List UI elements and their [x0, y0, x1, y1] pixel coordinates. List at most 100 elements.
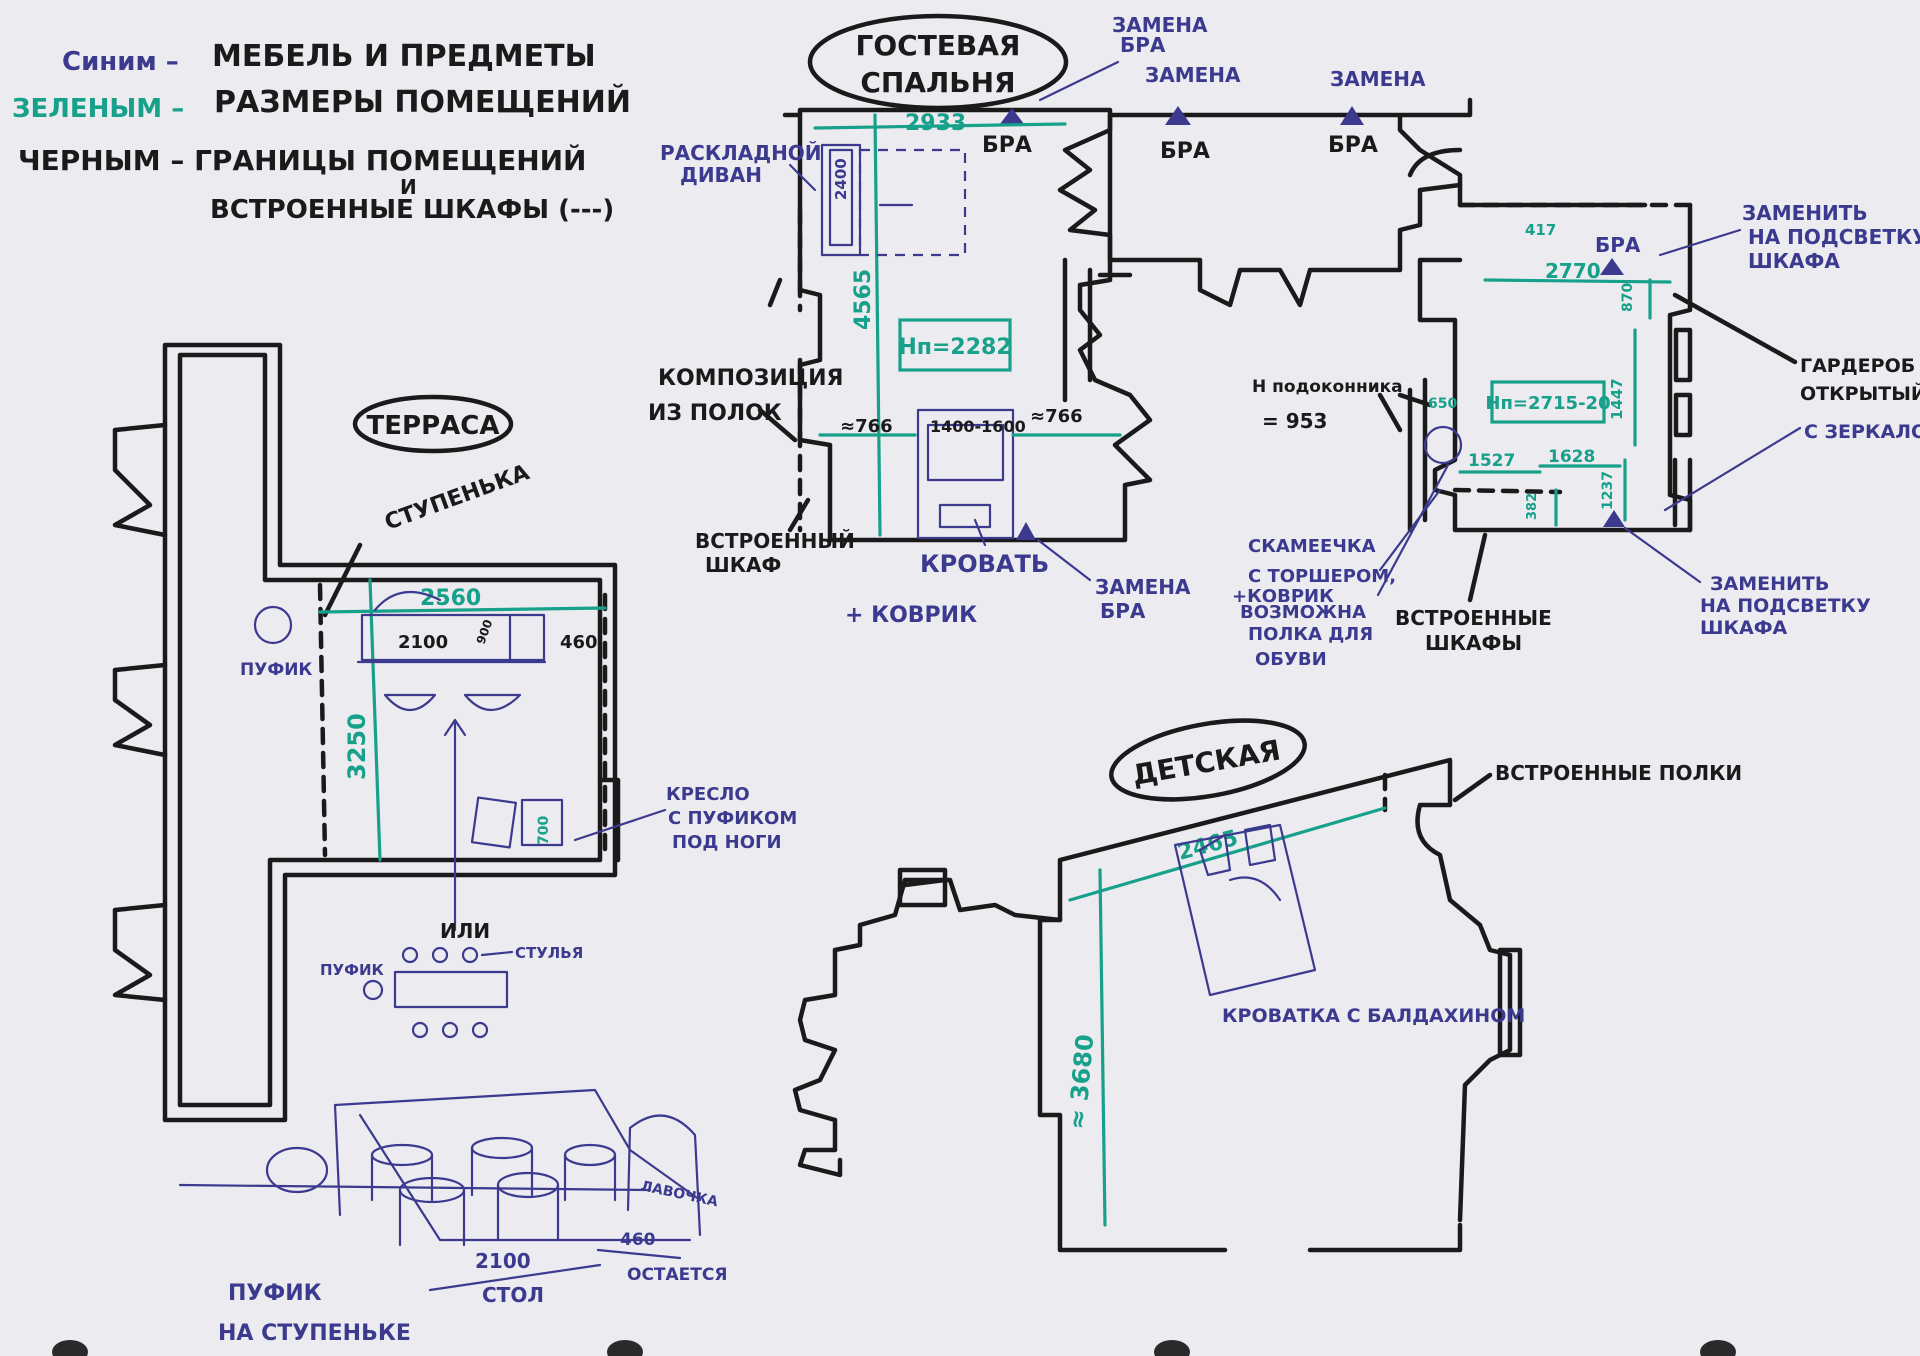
legend: Синим – МЕБЕЛЬ И ПРЕДМЕТЫ ЗЕЛЕНЫМ – РАЗМ… — [12, 39, 631, 225]
svg-text:ШКАФА: ШКАФА — [1748, 249, 1840, 273]
svg-text:2100: 2100 — [475, 1249, 531, 1273]
svg-text:ШКАФА: ШКАФА — [1700, 617, 1788, 639]
legend-green-prefix: ЗЕЛЕНЫМ – — [12, 94, 184, 124]
svg-text:870: 870 — [1620, 283, 1636, 312]
svg-text:ПОД НОГИ: ПОД НОГИ — [672, 832, 782, 853]
svg-text:ГАРДЕРОБ: ГАРДЕРОБ — [1800, 355, 1915, 377]
svg-text:ВСТРОЕННЫЕ ПОЛКИ: ВСТРОЕННЫЕ ПОЛКИ — [1495, 761, 1742, 785]
svg-text:БРА: БРА — [1328, 133, 1378, 158]
svg-text:БРА: БРА — [982, 133, 1032, 158]
svg-text:Н подоконника: Н подоконника — [1252, 377, 1403, 397]
svg-text:≈766: ≈766 — [840, 416, 893, 437]
guest-room-walls — [797, 107, 1153, 543]
rug-label: + КОВРИК — [845, 603, 977, 628]
svg-text:ВОЗМОЖНА: ВОЗМОЖНА — [1240, 602, 1366, 623]
legend-blue-prefix: Синим – — [62, 47, 179, 77]
sconce-icon — [1000, 108, 1024, 124]
svg-text:БРА: БРА — [1595, 233, 1641, 257]
svg-text:460: 460 — [620, 1230, 656, 1250]
svg-text:ДИВАН: ДИВАН — [680, 163, 762, 187]
svg-text:= 953: = 953 — [1262, 409, 1327, 433]
bedroom2-ceiling-height: Hп=2715-20 — [1485, 393, 1610, 414]
legend-black-and: И — [400, 175, 417, 199]
svg-text:650: 650 — [1428, 396, 1457, 412]
sconce-icon — [1165, 106, 1191, 125]
svg-text:700: 700 — [536, 816, 552, 845]
legend-black-line2: ВСТРОЕННЫЕ ШКАФЫ (---) — [210, 195, 614, 225]
legend-green-text: РАЗМЕРЫ ПОМЕЩЕНИЙ — [214, 84, 631, 120]
terrace-plan: ТЕРРАСА СТУПЕНЬКА ПУФИК 2560 3250 2100 9… — [112, 342, 797, 1346]
svg-text:ЗАМЕНИТЬ: ЗАМЕНИТЬ — [1710, 573, 1829, 595]
legend-blue-text: МЕБЕЛЬ И ПРЕДМЕТЫ — [212, 39, 596, 74]
crib-label: КРОВАТКА С БАЛДАХИНОМ — [1222, 1005, 1525, 1027]
guest-bedroom-plan: ГОСТЕВАЯ СПАЛЬНЯ ЗАМЕНА БРА ЗАМЕНА ЗАМЕН… — [648, 13, 1473, 628]
terrace-width-value: 2560 — [420, 586, 481, 611]
svg-text:КРЕСЛО: КРЕСЛО — [666, 784, 750, 805]
svg-text:БРА: БРА — [1120, 33, 1166, 57]
terrace-height-value: 3250 — [343, 713, 371, 780]
svg-text:НА ПОДСВЕТКУ: НА ПОДСВЕТКУ — [1700, 595, 1871, 617]
svg-text:460: 460 — [560, 632, 598, 653]
svg-text:БРА: БРА — [1100, 599, 1146, 623]
shelves-label: КОМПОЗИЦИЯ — [658, 366, 844, 391]
bed-label: КРОВАТЬ — [920, 550, 1049, 578]
svg-text:СКАМЕЕЧКА: СКАМЕЕЧКА — [1248, 536, 1376, 557]
svg-text:СТОЛ: СТОЛ — [482, 1283, 544, 1307]
guest-width-dimension — [813, 122, 1067, 130]
svg-text:ЗАМЕНА: ЗАМЕНА — [1145, 63, 1241, 87]
kids-room-plan: ДЕТСКАЯ ВСТРОЕННЫЕ ПОЛКИ 2465 ≈ 3680 КРО… — [792, 718, 1742, 1253]
svg-text:≈766: ≈766 — [1030, 406, 1083, 427]
svg-text:+КОВРИК: +КОВРИК — [1232, 586, 1334, 607]
sconce-icon — [1603, 510, 1625, 527]
svg-text:НА ПОДСВЕТКУ: НА ПОДСВЕТКУ — [1748, 225, 1920, 249]
svg-text:ИЛИ: ИЛИ — [440, 919, 490, 943]
svg-text:1237: 1237 — [1600, 471, 1616, 510]
svg-text:382: 382 — [1525, 493, 1540, 520]
svg-text:БРА: БРА — [1160, 139, 1210, 164]
guest-width-value: 2933 — [905, 111, 966, 136]
guest-room-title-line2: СПАЛЬНЯ — [860, 66, 1015, 99]
svg-text:ПОЛКА ДЛЯ: ПОЛКА ДЛЯ — [1248, 624, 1373, 645]
bed-icon — [916, 408, 1015, 540]
svg-text:ШКАФ: ШКАФ — [705, 553, 781, 577]
guest-height-dimension — [873, 113, 882, 537]
svg-text:1527: 1527 — [1468, 451, 1515, 471]
svg-text:ПУФИК: ПУФИК — [320, 961, 385, 979]
svg-text:ПУФИК: ПУФИК — [240, 660, 312, 680]
svg-text:ОТКРЫТЫЙ: ОТКРЫТЫЙ — [1800, 382, 1920, 405]
wardrobe-label: ВСТРОЕННЫЙ — [695, 529, 855, 553]
svg-text:С ТОРШЕРОМ,: С ТОРШЕРОМ, — [1248, 566, 1396, 587]
svg-text:ЗАМЕНИТЬ: ЗАМЕНИТЬ — [1742, 201, 1868, 225]
svg-text:1628: 1628 — [1548, 447, 1595, 467]
terrace-title: ТЕРРАСА — [367, 411, 500, 441]
svg-text:ЗАМЕНА: ЗАМЕНА — [1330, 67, 1426, 91]
svg-text:СТУЛЬЯ: СТУЛЬЯ — [515, 944, 583, 962]
svg-text:2400: 2400 — [832, 158, 850, 200]
replace-sconce-label: ЗАМЕНА — [1112, 13, 1208, 37]
table-alt-icon — [393, 970, 509, 1009]
svg-text:С ПУФИКОМ: С ПУФИКОМ — [668, 808, 797, 829]
pouf-icon — [253, 605, 293, 645]
table-icon — [360, 613, 546, 662]
svg-text:1400-1600: 1400-1600 — [930, 417, 1026, 436]
svg-text:1447: 1447 — [1608, 378, 1626, 420]
bedroom2-plan: БРА 417 2770 870 1447 Hп=2715-20 650 152… — [1232, 182, 1920, 670]
svg-text:ВСТРОЕННЫЕ: ВСТРОЕННЫЕ — [1395, 606, 1552, 630]
legend-black-line1: ЧЕРНЫМ – ГРАНИЦЫ ПОМЕЩЕНИЙ — [18, 143, 587, 177]
svg-text:Hп=2282: Hп=2282 — [898, 335, 1011, 360]
svg-text:ОБУВИ: ОБУВИ — [1255, 649, 1327, 670]
guest-room-title-line1: ГОСТЕВАЯ — [856, 29, 1021, 62]
svg-text:417: 417 — [1525, 221, 1556, 239]
svg-text:С ЗЕРКАЛОМ: С ЗЕРКАЛОМ — [1804, 421, 1920, 443]
guest-height-value: 4565 — [851, 269, 876, 330]
guest-ceiling-height-box — [898, 318, 1012, 372]
sconce-icon — [1016, 522, 1036, 540]
binder-holes — [52, 1340, 1736, 1356]
svg-text:ПУФИК: ПУФИК — [228, 1281, 322, 1306]
svg-text:2100: 2100 — [398, 632, 448, 653]
sofa-label: РАСКЛАДНОЙ — [660, 141, 822, 165]
svg-text:ОСТАЕТСЯ: ОСТАЕТСЯ — [627, 1265, 727, 1285]
svg-text:ЗАМЕНА: ЗАМЕНА — [1095, 575, 1191, 599]
